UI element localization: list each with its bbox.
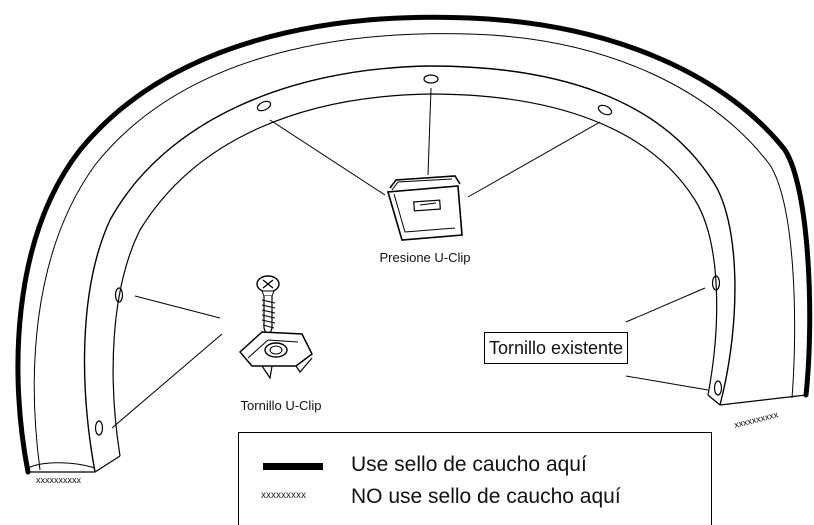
no-seal-marks-right: xxxxxxxxxx [733, 409, 780, 430]
legend-seal-label: Use sello de caucho aquí [351, 453, 587, 476]
screw-icon [256, 275, 280, 342]
mount-hole [423, 74, 439, 84]
mount-hole [256, 100, 272, 112]
mount-hole [597, 104, 613, 116]
label-tornillo-uclip: Tornillo U-Clip [241, 398, 322, 413]
leader-line [111, 333, 223, 429]
leader-line [134, 295, 221, 319]
label-tornillo-existente: Tornillo existente [484, 332, 629, 364]
flare-outer-contour [33, 33, 796, 471]
no-seal-swatch: xxxxxxxxx [261, 490, 306, 501]
leader-line [625, 375, 709, 391]
legend-row-seal: Use sello de caucho aquí [239, 453, 711, 483]
flare-right-end-flange [707, 394, 721, 406]
mount-hole [711, 275, 721, 291]
leader-line [625, 287, 706, 323]
legend-no-seal-label: NO use sello de caucho aquí [351, 485, 621, 508]
no-seal-marks-left: xxxxxxxxxx [36, 475, 82, 485]
legend-row-no-seal: xxxxxxxxx NO use sello de caucho aquí [239, 485, 711, 515]
flare-right-end [719, 394, 807, 406]
leader-line [427, 87, 432, 176]
flare-flange-edge [112, 93, 718, 457]
mount-hole [713, 380, 723, 396]
leader-line [467, 121, 601, 198]
label-presione-uclip: Presione U-Clip [379, 250, 470, 265]
screw-uclip-icon [238, 331, 313, 380]
seal-line-swatch [263, 463, 323, 470]
flare-left-end-side [27, 462, 96, 469]
flare-inner-edge [83, 65, 736, 473]
flare-left-end [28, 455, 121, 473]
mount-hole [94, 420, 104, 436]
legend: Use sello de caucho aquí xxxxxxxxx NO us… [238, 432, 712, 525]
leader-line [269, 119, 386, 196]
push-uclip-icon [386, 175, 463, 241]
seal-edge-outer [15, 14, 813, 475]
mount-hole [114, 287, 124, 303]
